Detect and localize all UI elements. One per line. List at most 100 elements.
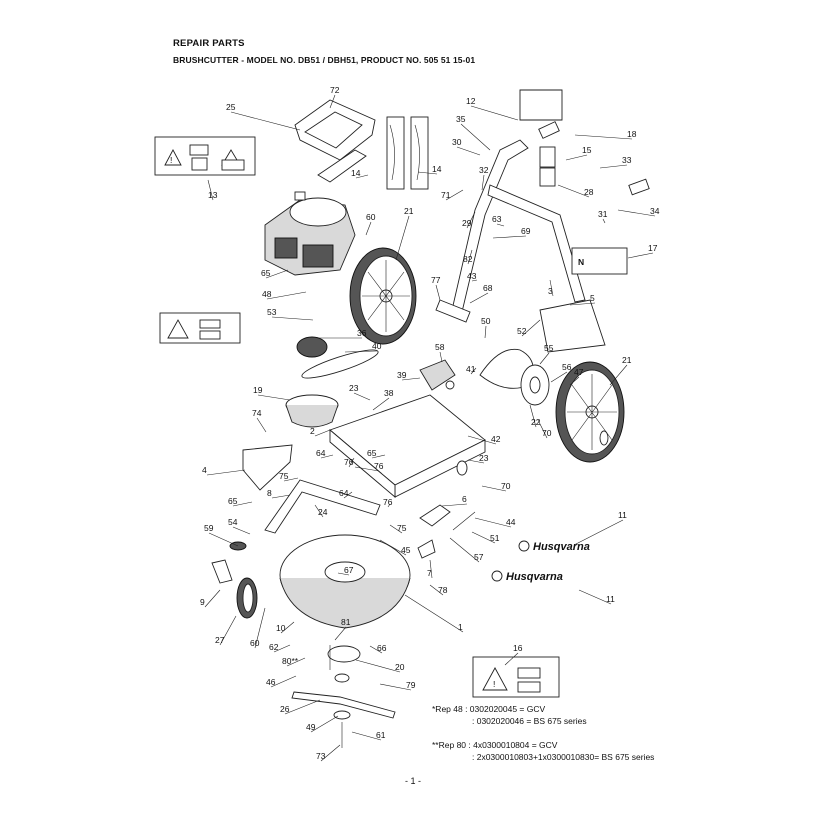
- leader-line: [320, 454, 334, 459]
- brand-decal-upper: Husqvarna: [518, 540, 590, 553]
- leader-lines: [204, 94, 656, 762]
- callout-number: 65: [261, 268, 271, 278]
- callout-number: 5: [590, 293, 595, 303]
- leader-line: [271, 316, 314, 321]
- leader-line: [206, 469, 246, 476]
- leader-line: [474, 517, 512, 528]
- callout-number: 20: [395, 662, 405, 672]
- warning-label-13: !: [154, 136, 256, 176]
- brand-decal-lower: Husqvarna: [491, 570, 563, 583]
- leader-line: [429, 584, 444, 596]
- callout-number: 12: [466, 96, 476, 106]
- callout-number: 32: [479, 165, 489, 175]
- callout-number: 21: [622, 355, 632, 365]
- svg-text:!: !: [493, 679, 495, 689]
- leader-line: [460, 123, 491, 151]
- svg-text:N: N: [578, 257, 584, 267]
- leader-line: [602, 218, 606, 224]
- callout-number: 62: [269, 642, 279, 652]
- blade-assembly: [291, 645, 396, 748]
- callout-number: 66: [377, 643, 387, 653]
- leader-line: [232, 501, 253, 507]
- callout-number: 81: [341, 617, 351, 627]
- leader-line: [429, 559, 433, 579]
- chassis-frame: [329, 394, 486, 498]
- callout-number: 10: [276, 623, 286, 633]
- leader-line: [379, 683, 412, 691]
- callout-number: 15: [582, 145, 592, 155]
- small-bracket-parts: [417, 504, 476, 559]
- callout-number: 2: [310, 426, 315, 436]
- leader-line: [417, 171, 438, 175]
- leader-line: [256, 417, 267, 433]
- leader-line: [354, 466, 380, 472]
- pulley-belt: [296, 336, 379, 379]
- leader-line: [270, 675, 297, 688]
- leader-line: [492, 235, 527, 239]
- page-subtitle: BRUSHCUTTER - MODEL NO. DB51 / DBH51, PR…: [173, 55, 476, 65]
- callout-number: 80**: [282, 656, 299, 666]
- callout-number: 26: [280, 704, 290, 714]
- leader-line: [265, 269, 289, 279]
- leader-line: [599, 164, 628, 169]
- callout-number: 19: [253, 385, 263, 395]
- callout-number: 50: [481, 316, 491, 326]
- leader-line: [273, 644, 291, 653]
- leader-line: [257, 394, 291, 401]
- drive-belt-pulley: [479, 348, 550, 406]
- note-rep80-line2: : 2x0300010803+1x0300010830= BS 675 seri…: [472, 752, 655, 762]
- leader-line: [467, 459, 485, 464]
- callout-number: 49: [306, 722, 316, 732]
- leader-line: [372, 397, 390, 411]
- leader-line: [314, 504, 324, 518]
- callout-number: 77: [431, 275, 441, 285]
- callout-number: 63: [492, 214, 502, 224]
- note-rep48-line2: : 0302020046 = BS 675 series: [472, 716, 587, 726]
- callout-number: 41: [466, 364, 476, 374]
- callout-number: 65: [367, 448, 377, 458]
- callout-number: 27: [215, 635, 225, 645]
- leader-line: [467, 435, 497, 445]
- callout-number: 61: [376, 730, 386, 740]
- leader-line: [404, 594, 464, 633]
- leader-line: [355, 174, 369, 179]
- callout-number: 28: [584, 187, 594, 197]
- leader-line: [469, 292, 489, 304]
- callout-number: 53: [267, 307, 277, 317]
- leader-line: [529, 404, 537, 428]
- leader-line: [445, 189, 464, 201]
- callout-number: 47: [574, 367, 584, 377]
- leader-line: [254, 607, 266, 649]
- callout-number: 54: [228, 517, 238, 527]
- leader-line: [207, 179, 214, 201]
- leader-line: [496, 223, 505, 227]
- callout-number: 29: [462, 218, 472, 228]
- callout-number: 48: [262, 289, 272, 299]
- leader-line: [369, 645, 383, 654]
- page-title: REPAIR PARTS: [173, 38, 245, 49]
- leader-line: [565, 154, 588, 161]
- callout-number: 52: [517, 326, 527, 336]
- leader-line: [617, 209, 656, 217]
- leader-line: [521, 319, 541, 337]
- wheel-rear-right: [555, 361, 625, 463]
- callout-number: 24: [318, 507, 328, 517]
- pulley-cup-part: [285, 394, 339, 428]
- leader-line: [334, 626, 347, 641]
- callout-number: 71: [441, 190, 451, 200]
- callout-number: 69: [521, 226, 531, 236]
- leader-line: [280, 621, 295, 634]
- leader-line: [539, 352, 550, 365]
- callout-number: 40: [372, 341, 382, 351]
- leader-line: [549, 279, 554, 297]
- note-rep48-line1: *Rep 48 : 0302020045 = GCV: [432, 704, 546, 714]
- callout-number: 4: [202, 465, 207, 475]
- callout-number: 70: [501, 481, 511, 491]
- leader-line: [395, 215, 410, 261]
- mower-deck: [279, 534, 411, 629]
- leader-line: [286, 657, 306, 667]
- callout-number: 79: [406, 680, 416, 690]
- leader-line: [481, 174, 485, 191]
- callout-number: 18: [627, 129, 637, 139]
